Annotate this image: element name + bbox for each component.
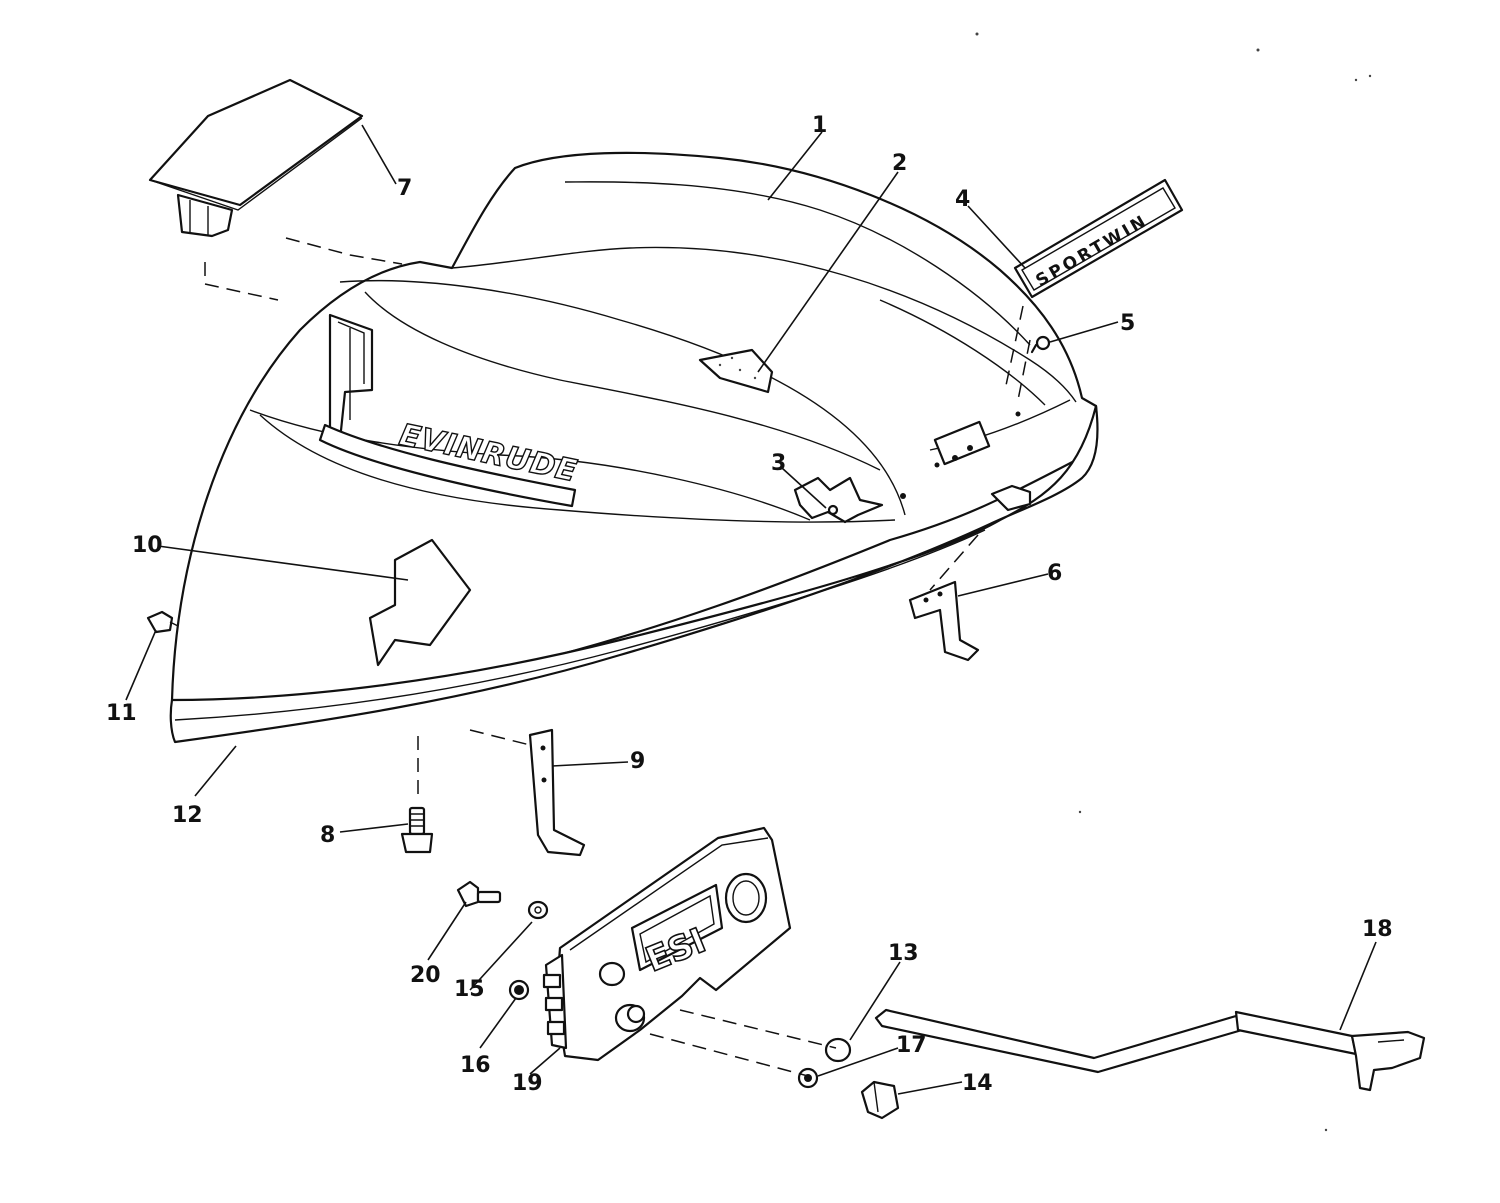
nut-16 <box>508 979 530 1001</box>
callout-9: 9 <box>630 749 645 774</box>
callout-1: 1 <box>812 113 827 138</box>
scan-specks <box>975 32 1372 1132</box>
callout-12: 12 <box>172 803 203 828</box>
bracket-6 <box>908 580 980 662</box>
nut-17 <box>797 1067 819 1089</box>
screw-8 <box>400 806 434 854</box>
knob-14 <box>860 1080 900 1120</box>
callout-5: 5 <box>1120 311 1135 336</box>
callout-6: 6 <box>1047 561 1062 586</box>
callout-8: 8 <box>320 823 335 848</box>
rivet-5 <box>1030 335 1051 354</box>
callout-16: 16 <box>460 1053 491 1078</box>
assembly-lines <box>204 237 1031 1077</box>
motor-cover: EVINRUDE <box>170 151 1098 720</box>
screw-20 <box>456 880 502 908</box>
fastener-11 <box>146 610 179 634</box>
callout-3: 3 <box>771 451 786 476</box>
callout-numbers: 1 2 3 4 5 6 7 8 9 10 11 12 13 14 15 16 1… <box>106 113 1393 1096</box>
callout-4: 4 <box>955 187 970 212</box>
bracket-9 <box>528 728 586 857</box>
callout-2: 2 <box>892 151 907 176</box>
callout-7: 7 <box>397 176 412 201</box>
callout-18: 18 <box>1362 917 1393 942</box>
callout-19: 19 <box>512 1071 543 1096</box>
callout-17: 17 <box>896 1033 927 1058</box>
decal-10 <box>368 538 472 667</box>
callout-13: 13 <box>888 941 919 966</box>
decal-3 <box>793 476 884 524</box>
cover-seal-12 <box>169 404 1099 744</box>
washer-15 <box>527 900 549 920</box>
callout-15: 15 <box>454 977 485 1002</box>
callout-14: 14 <box>962 1071 993 1096</box>
callout-11: 11 <box>106 701 137 726</box>
cover-plate-7 <box>148 78 364 238</box>
callout-20: 20 <box>410 963 441 988</box>
handle-18 <box>874 1008 1426 1092</box>
knob-13 <box>824 1037 852 1063</box>
esi-control-panel-19: ESI <box>542 826 792 1062</box>
decal-2 <box>698 348 774 394</box>
callout-10: 10 <box>132 533 163 558</box>
leader-lines <box>125 124 1377 1095</box>
sportwin-decal-4: SPORTWIN <box>1013 178 1184 299</box>
